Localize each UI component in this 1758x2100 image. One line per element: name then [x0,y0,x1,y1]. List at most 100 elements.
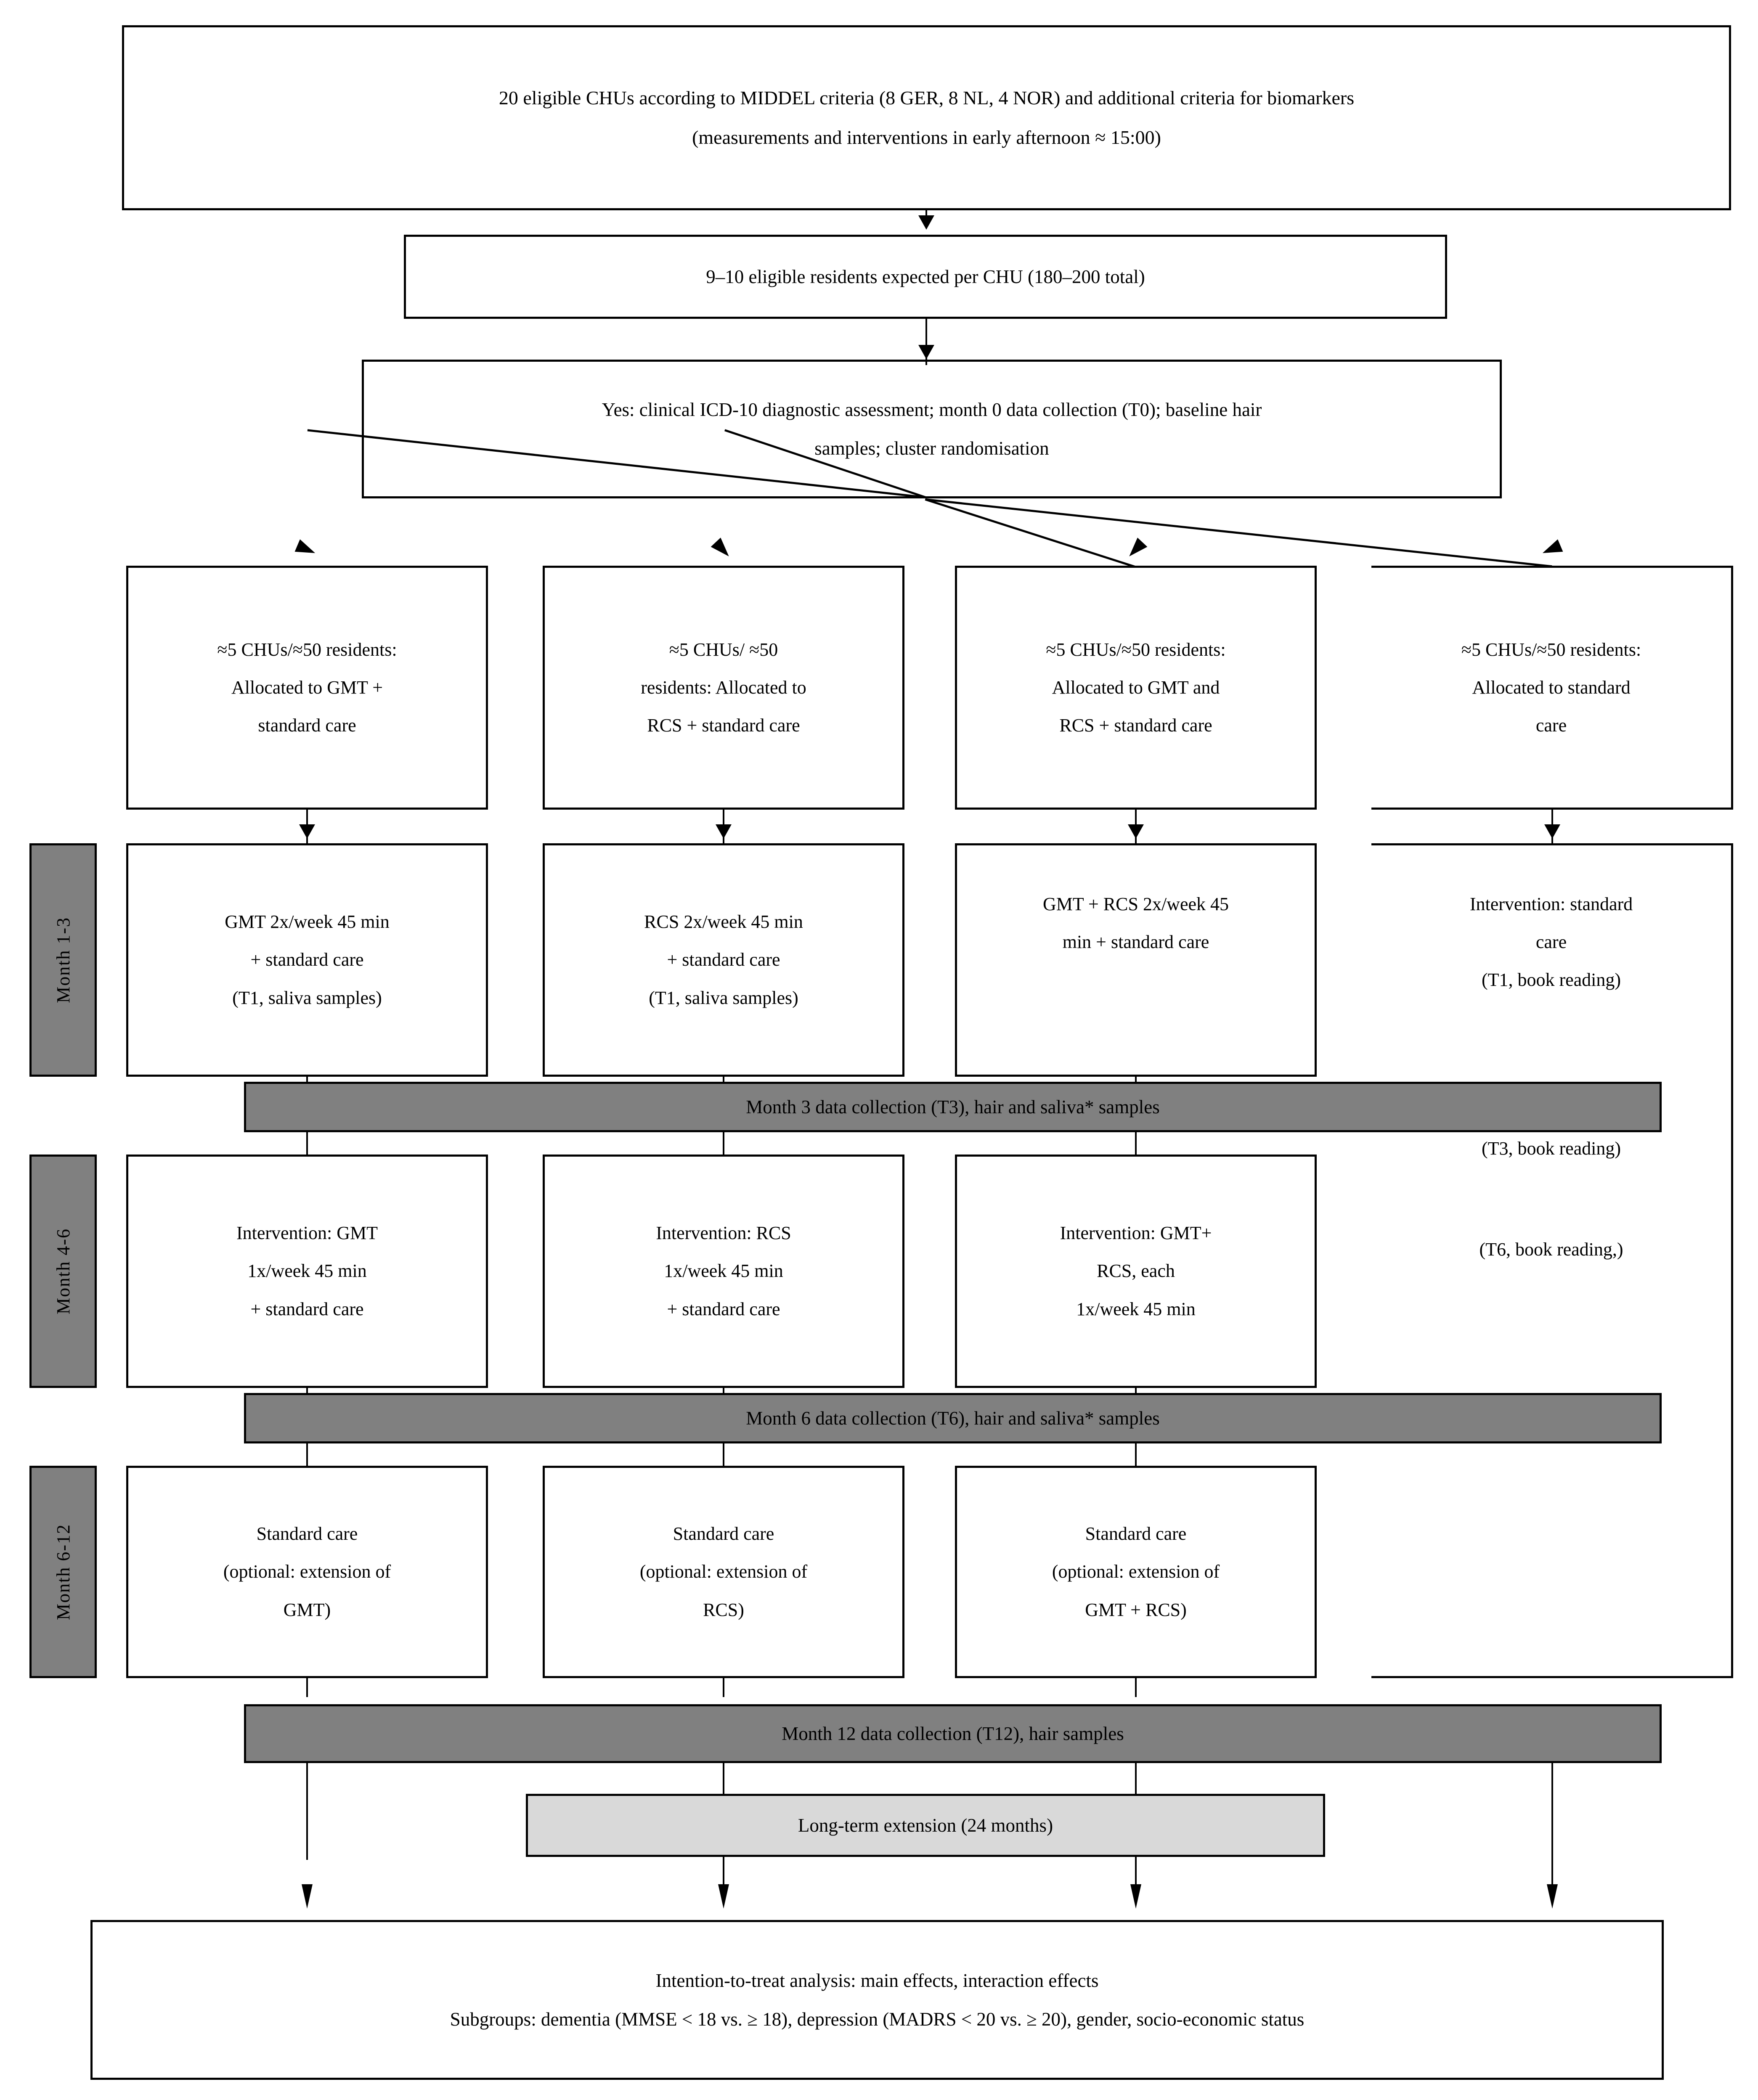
baseline-line-1: Yes: clinical ICD-10 diagnostic assessme… [602,399,1262,420]
cell-line: Intervention: RCS [656,1223,791,1244]
month-label-1-3-text: Month 1-3 [53,917,74,1003]
arrowhead-final-2 [718,1884,729,1909]
month4-6-cell-gmt-rcs: Intervention: GMT+ RCS, each 1x/week 45 … [955,1155,1317,1388]
connector-residents-baseline [925,319,927,365]
arrowhead-final-4 [1547,1884,1558,1909]
cell-line: + standard care [667,949,780,970]
month6-12-cell-gmt-rcs: Standard care (optional: extension of GM… [955,1466,1317,1678]
cell-line: GMT 2x/week 45 min [225,911,390,932]
control-column-box: Intervention: standard care (T1, book re… [1371,843,1733,1678]
cell-line: min + standard care [1062,932,1209,953]
residents-box: 9–10 eligible residents expected per CHU… [404,235,1447,319]
month-label-6-12: Month 6-12 [29,1466,97,1678]
cell-line: (T1, saliva samples) [232,987,382,1008]
cell-line: Standard care [1085,1523,1187,1544]
arrowhead-alloc-3 [1128,824,1144,839]
fan-arrow-arm-3 [925,498,1135,568]
month4-6-cell-gmt: Intervention: GMT 1x/week 45 min + stand… [126,1155,488,1388]
eligibility-line-1: 20 eligible CHUs according to MIDDEL cri… [498,87,1355,109]
allocation-line: Allocated to GMT and [1052,677,1220,698]
connector-bar-m46-2 [723,1132,724,1155]
connector-bar-m612-3 [1135,1443,1137,1467]
connector-final-4 [1551,1763,1553,1885]
month6-12-cell-gmt: Standard care (optional: extension of GM… [126,1466,488,1678]
connector-bar12-longterm-1 [723,1763,724,1796]
month1-3-cell-gmt-rcs: GMT + RCS 2x/week 45 min + standard care [955,843,1317,1077]
bar-month12-data-collection: Month 12 data collection (T12), hair sam… [244,1704,1662,1763]
month1-3-cell-gmt: GMT 2x/week 45 min + standard care (T1, … [126,843,488,1077]
month4-6-cell-rcs: Intervention: RCS 1x/week 45 min + stand… [543,1155,904,1388]
connector-m612-bar12-1 [306,1678,308,1697]
month-label-1-3: Month 1-3 [29,843,97,1077]
allocation-box-standard-care: ≈5 CHUs/≈50 residents: Allocated to stan… [1371,566,1733,810]
cell-line: + standard care [667,1298,780,1319]
arrowhead-alloc-2 [716,824,732,839]
bar-month6-data-collection: Month 6 data collection (T6), hair and s… [244,1393,1662,1443]
allocation-line: ≈5 CHUs/≈50 residents: [1461,639,1641,660]
connector-final-2 [723,1857,724,1884]
connector-bar-m46-1 [306,1132,308,1155]
allocation-box-gmt-rcs: ≈5 CHUs/≈50 residents: Allocated to GMT … [955,566,1317,810]
cell-line: (optional: extension of [639,1561,808,1582]
control-line: care [1535,932,1567,953]
analysis-box: Intention-to-treat analysis: main effect… [90,1920,1664,2080]
bar-month3-text: Month 3 data collection (T3), hair and s… [746,1096,1160,1118]
cell-line: Intervention: GMT+ [1060,1223,1212,1244]
allocation-line: care [1535,715,1567,736]
cell-line: (T1, saliva samples) [649,987,798,1008]
cell-line: 1x/week 45 min [664,1261,783,1282]
arrowhead-alloc-4 [1544,824,1560,839]
arrowhead-eligibility-residents [918,215,934,230]
month-label-6-12-text: Month 6-12 [53,1524,74,1620]
allocation-line: RCS + standard care [1059,715,1212,736]
connector-bar-m46-3 [1135,1132,1137,1155]
fan-arrow-arm-4 [925,498,1552,568]
analysis-line-1: Intention-to-treat analysis: main effect… [655,1970,1099,1991]
arrowhead-alloc-1 [299,824,315,839]
control-line: (T6, book reading,) [1479,1239,1623,1260]
arrowhead-residents-baseline [918,345,934,359]
baseline-line-2: samples; cluster randomisation [814,438,1049,459]
connector-bar-m612-2 [723,1443,724,1467]
month6-12-cell-rcs: Standard care (optional: extension of RC… [543,1466,904,1678]
control-line: (T3, book reading) [1481,1138,1621,1159]
cell-line: RCS) [703,1599,744,1620]
cell-line: 1x/week 45 min [1076,1298,1196,1319]
cell-line: (optional: extension of [1052,1561,1220,1582]
allocation-line: Allocated to GMT + [231,677,383,698]
allocation-box-rcs: ≈5 CHUs/ ≈50 residents: Allocated to RCS… [543,566,904,810]
bar-month12-text: Month 12 data collection (T12), hair sam… [782,1723,1124,1744]
cell-line: GMT + RCS) [1085,1599,1187,1620]
cell-line: 1x/week 45 min [247,1261,367,1282]
allocation-line: ≈5 CHUs/ ≈50 [669,639,778,660]
allocation-box-gmt: ≈5 CHUs/≈50 residents: Allocated to GMT … [126,566,488,810]
bar-month6-text: Month 6 data collection (T6), hair and s… [746,1408,1160,1429]
fan-arrowhead-arm-1 [294,539,318,559]
analysis-line-2: Subgroups: dementia (MMSE < 18 vs. ≥ 18)… [450,2009,1305,2030]
connector-bar12-longterm-2 [1135,1763,1137,1796]
residents-line-1: 9–10 eligible residents expected per CHU… [706,266,1145,287]
baseline-randomisation-box: Yes: clinical ICD-10 diagnostic assessme… [362,360,1502,498]
cell-line: Intervention: GMT [236,1223,378,1244]
cell-line: Standard care [673,1523,774,1544]
control-line: (T1, book reading) [1481,969,1621,990]
connector-m612-bar12-2 [723,1678,724,1697]
cell-line: RCS 2x/week 45 min [644,911,803,932]
allocation-line: ≈5 CHUs/≈50 residents: [217,639,397,660]
fan-arrowhead-arm-4 [1540,539,1563,559]
month1-3-cell-rcs: RCS 2x/week 45 min + standard care (T1, … [543,843,904,1077]
cell-line: GMT + RCS 2x/week 45 [1042,894,1229,914]
fan-arrowhead-arm-3 [1124,538,1148,561]
allocation-line: residents: Allocated to [641,677,806,698]
allocation-line: ≈5 CHUs/≈50 residents: [1046,639,1226,660]
long-term-extension-text: Long-term extension (24 months) [798,1815,1053,1836]
connector-final-3 [1135,1857,1137,1884]
long-term-extension-box: Long-term extension (24 months) [526,1794,1325,1857]
connector-m612-bar12-3 [1135,1678,1137,1697]
allocation-line: Allocated to standard [1472,677,1631,698]
month-label-4-6-text: Month 4-6 [53,1228,74,1314]
fan-arrowhead-arm-2 [711,538,734,561]
arrowhead-final-1 [302,1884,313,1909]
allocation-line: standard care [258,715,356,736]
eligibility-line-2: (measurements and interventions in early… [692,127,1161,148]
